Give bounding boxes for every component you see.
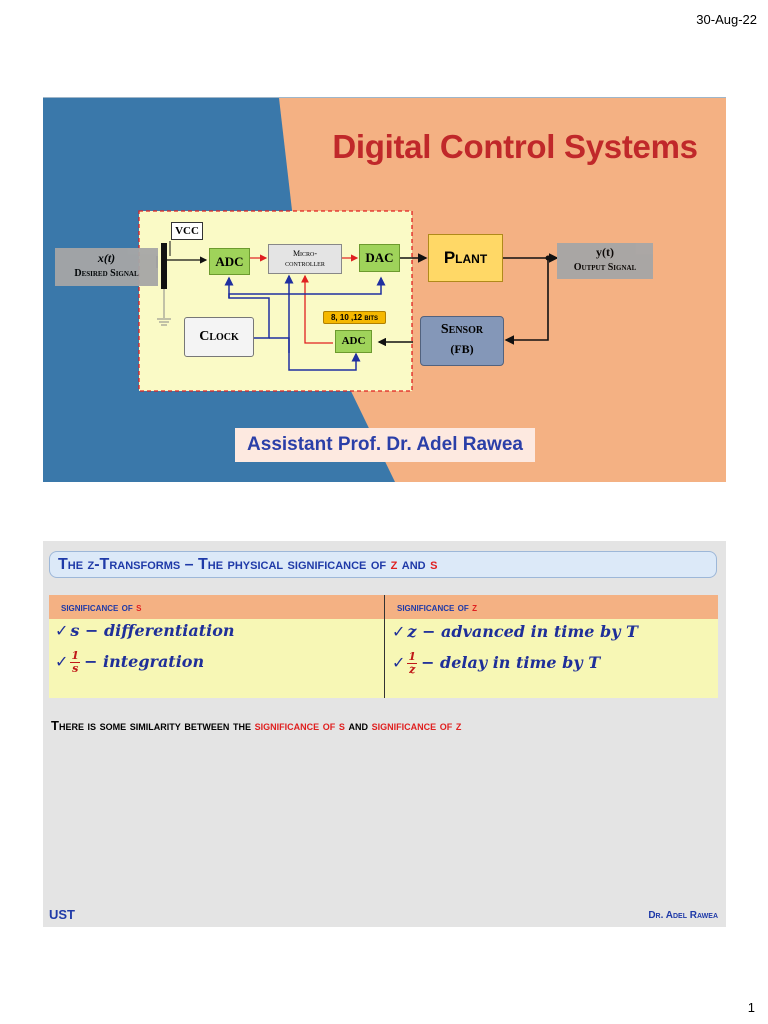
cell-s-differentiation: ✓s − differentiation xyxy=(55,621,235,640)
fraction-denominator: z xyxy=(409,663,416,676)
cell-text: z − advanced in time by T xyxy=(407,622,638,641)
microcontroller-block: Micro- controller xyxy=(268,244,342,274)
sensor-label: Sensor xyxy=(440,322,484,337)
slide-title: Digital Control Systems xyxy=(332,128,698,165)
fraction-numerator: 1 xyxy=(407,650,418,664)
output-signal: y(t) xyxy=(596,245,614,259)
output-signal-box: y(t) Output Signal xyxy=(557,243,653,279)
fraction-numerator: 1 xyxy=(70,649,81,663)
cell-text: − delay in time by T xyxy=(421,653,601,672)
sensor-block: Sensor (FB) xyxy=(420,316,504,366)
bits-badge: 8, 10 ,12 bits xyxy=(323,311,386,324)
plant-block: Plant xyxy=(428,234,503,282)
content-slide: The z-Transforms – The physical signific… xyxy=(43,541,726,927)
cell-text: − integration xyxy=(84,652,205,671)
column-divider xyxy=(384,595,385,698)
input-signal-box: x(t) Desired Signal xyxy=(55,248,158,286)
header-right-text: significance of xyxy=(397,600,469,614)
header-significance-s: significance of s xyxy=(49,595,384,619)
footer-author: Dr. Adel Rawea xyxy=(648,910,718,921)
page-date: 30-Aug-22 xyxy=(696,12,757,27)
title-z: z xyxy=(390,556,398,573)
title-s: s xyxy=(430,556,438,573)
input-label: Desired Signal xyxy=(74,268,139,279)
check-icon: ✓ xyxy=(55,621,69,640)
note-sig-z: significance of z xyxy=(371,718,462,733)
author-banner: Assistant Prof. Dr. Adel Rawea xyxy=(235,428,535,462)
micro-line1: Micro- xyxy=(292,249,318,258)
title-main: The z-Transforms – The physical signific… xyxy=(58,556,387,573)
title-and: and xyxy=(401,556,426,573)
vcc-box: VCC xyxy=(171,222,203,240)
check-icon: ✓ xyxy=(392,622,406,641)
significance-table: significance of s significance of z ✓s −… xyxy=(49,595,718,698)
cell-z-advanced: ✓z − advanced in time by T xyxy=(392,622,638,641)
footer-institution: UST xyxy=(49,907,75,922)
output-label: Output Signal xyxy=(573,262,637,273)
adc-block: ADC xyxy=(209,248,250,275)
page-number: 1 xyxy=(747,1000,755,1015)
note-and: and xyxy=(348,718,369,733)
check-icon: ✓ xyxy=(55,652,69,671)
check-icon: ✓ xyxy=(392,653,406,672)
input-signal: x(t) xyxy=(97,251,116,265)
fraction-denominator: s xyxy=(72,662,79,675)
clock-block: Clock xyxy=(184,317,254,357)
note-sig-s: significance of s xyxy=(254,718,345,733)
cell-text: s − differentiation xyxy=(70,621,235,640)
note-prefix: There is some similarity between the xyxy=(51,718,252,733)
header-significance-z: significance of z xyxy=(385,595,718,619)
slide-title-bar: The z-Transforms – The physical signific… xyxy=(49,551,717,578)
header-right-var: z xyxy=(472,600,478,614)
header-left-text: significance of xyxy=(61,600,133,614)
dac-block: DAC xyxy=(359,244,400,272)
title-slide: Digital Control Systems x(t) Desired Sig… xyxy=(43,97,726,482)
similarity-note: There is some similarity between the sig… xyxy=(51,718,461,733)
micro-line2: controller xyxy=(285,259,325,268)
slide-background xyxy=(43,98,726,482)
header-left-var: s xyxy=(136,600,142,614)
sensor-sub: (FB) xyxy=(450,342,474,356)
adc2-block: ADC xyxy=(335,330,372,353)
